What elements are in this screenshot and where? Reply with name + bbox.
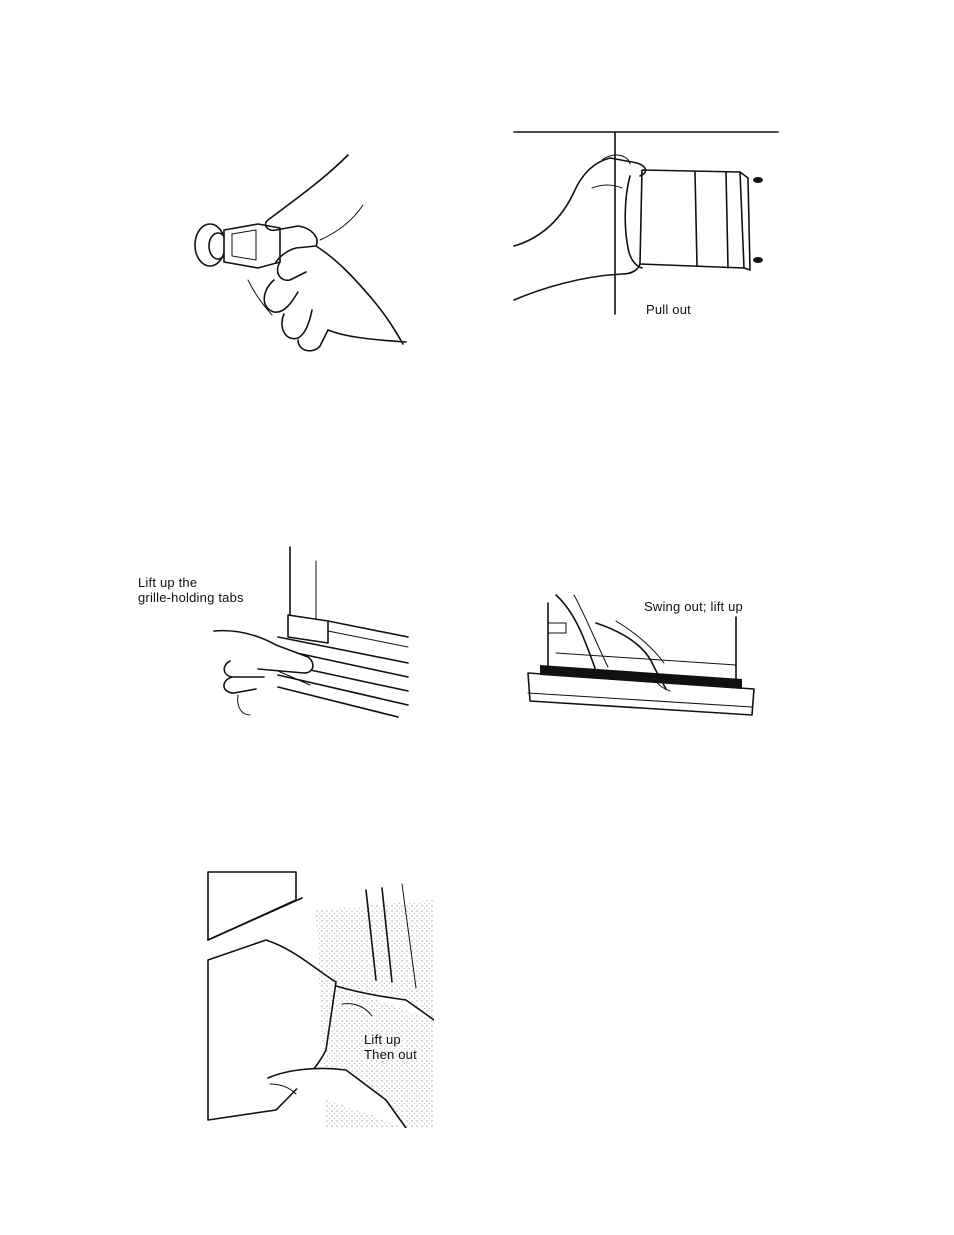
caption-line-2: grille-holding tabs	[138, 590, 244, 605]
filter-removal-illustration	[206, 870, 434, 1128]
figure-swing-out: Swing out; lift up	[526, 593, 758, 731]
hand-pulling-chassis-illustration	[512, 128, 780, 318]
caption-swing-out: Swing out; lift up	[644, 599, 743, 614]
figure-filter-removal: Lift up Then out	[206, 870, 434, 1128]
hand-pulling-knob-illustration	[188, 150, 410, 355]
figure-pull-out: Pull out	[512, 128, 780, 318]
caption-line-1: Lift up the	[138, 575, 244, 590]
caption-lift-tabs: Lift up the grille-holding tabs	[138, 575, 244, 605]
grille-tabs-illustration	[138, 545, 410, 725]
figure-knob-removal	[188, 150, 410, 355]
caption-filter-removal: Lift up Then out	[364, 1032, 417, 1062]
figure-lift-tabs: Lift up the grille-holding tabs	[138, 545, 410, 725]
caption-line-1: Lift up	[364, 1032, 417, 1047]
caption-line-2: Then out	[364, 1047, 417, 1062]
caption-pull-out: Pull out	[646, 302, 691, 317]
